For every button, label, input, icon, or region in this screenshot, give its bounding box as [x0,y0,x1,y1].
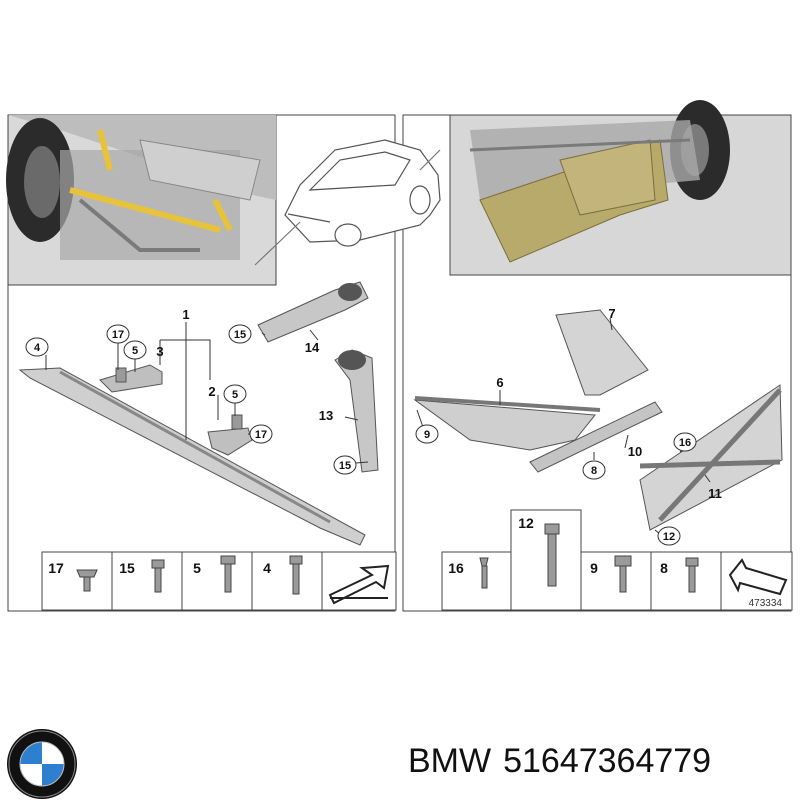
callout-8: 8 [582,460,606,480]
svg-text:1: 1 [182,307,189,322]
callout-15: 15 [228,324,252,344]
svg-text:9: 9 [590,560,598,576]
svg-text:5: 5 [193,560,201,576]
direction-arrow-icon-right [728,558,788,596]
svg-text:5: 5 [232,389,238,401]
svg-text:15: 15 [119,560,135,576]
callout-17: 17 [249,424,273,444]
direction-arrow-icon [328,564,390,605]
caption: BMW 51647364779 [408,736,723,786]
legend-left [41,551,397,611]
svg-text:6: 6 [496,375,503,390]
legend-number-5: 5 [193,560,201,576]
part-11-cross [639,384,783,531]
svg-text:3: 3 [156,344,163,359]
svg-text:12: 12 [663,531,675,543]
callout-4: 4 [25,337,49,357]
car-outline-icon [254,139,441,266]
callout-14: 14 [305,340,320,355]
svg-text:14: 14 [305,340,320,355]
svg-text:10: 10 [628,444,642,459]
svg-text:8: 8 [591,465,597,477]
svg-text:17: 17 [48,560,64,576]
svg-text:15: 15 [234,329,246,341]
callout-9: 9 [415,424,439,444]
svg-text:15: 15 [339,460,351,472]
right-chassis-inset [449,100,792,276]
svg-text:17: 17 [255,429,267,441]
svg-text:11: 11 [708,486,722,501]
svg-text:4: 4 [34,342,41,354]
callout-7: 7 [608,306,615,321]
part-7-panel [555,309,649,396]
legend-number-8: 8 [660,560,668,576]
svg-text:4: 4 [263,560,271,576]
callout-16: 16 [673,432,697,452]
callout-15: 15 [333,455,357,475]
svg-text:9: 9 [424,429,430,441]
svg-text:7: 7 [608,306,615,321]
callout-1: 1 [182,307,189,322]
left-chassis-inset [6,114,277,286]
callout-11: 11 [708,486,722,501]
callout-2: 2 [208,384,215,399]
part-number: 51647364779 [503,742,712,780]
part-13-strut [334,349,379,473]
part-10-rail [529,401,663,473]
callout-5: 5 [123,340,147,360]
bmw-logo [7,729,77,799]
brand-name: BMW [408,742,492,780]
svg-text:8: 8 [660,560,668,576]
callout-3: 3 [156,344,163,359]
svg-text:12: 12 [518,515,534,531]
callout-5: 5 [223,384,247,404]
callout-13: 13 [319,408,333,423]
legend-number-16: 16 [448,560,464,576]
callout-6: 6 [496,375,503,390]
legend-number-12: 12 [518,515,534,531]
part-4-bar [18,367,366,546]
svg-text:16: 16 [679,437,691,449]
legend-number-15: 15 [119,560,135,576]
svg-text:2: 2 [208,384,215,399]
part-3-bracket [99,364,163,393]
svg-text:17: 17 [112,329,124,341]
svg-text:13: 13 [319,408,333,423]
legend-number-17: 17 [48,560,64,576]
legend-number-9: 9 [590,560,598,576]
callout-10: 10 [628,444,642,459]
svg-text:16: 16 [448,560,464,576]
callout-12: 12 [657,526,681,546]
part-14-strut [257,281,369,343]
part-6-panel [413,396,601,451]
svg-text:5: 5 [132,345,138,357]
legend-number-4: 4 [263,560,271,576]
reference-number: 473334 [749,598,783,609]
callout-17: 17 [106,324,130,344]
fastener-glyphs [76,523,699,595]
part-2-bracket [207,414,253,456]
